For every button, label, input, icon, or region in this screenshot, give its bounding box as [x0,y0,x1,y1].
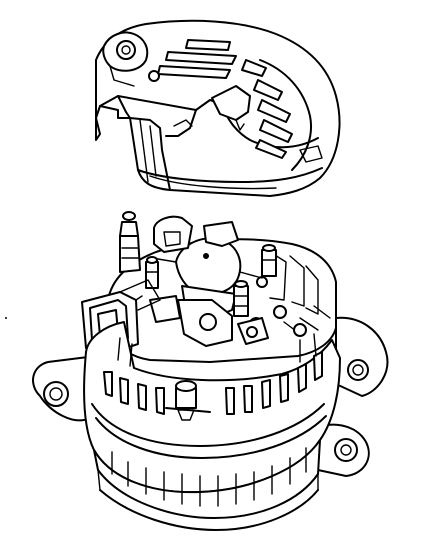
terminal-stud-center [233,280,249,317]
rear-cover [95,19,341,197]
alternator-housing [32,316,389,531]
terminal-stud-small [145,256,159,289]
terminal-stud-left [119,211,141,273]
regulator-rectifier-assembly [107,211,337,363]
stray-mark [5,317,7,319]
terminal-stud-right [261,244,277,277]
housing-lower-ribs [111,447,307,507]
housing-vent-slots [103,351,323,415]
